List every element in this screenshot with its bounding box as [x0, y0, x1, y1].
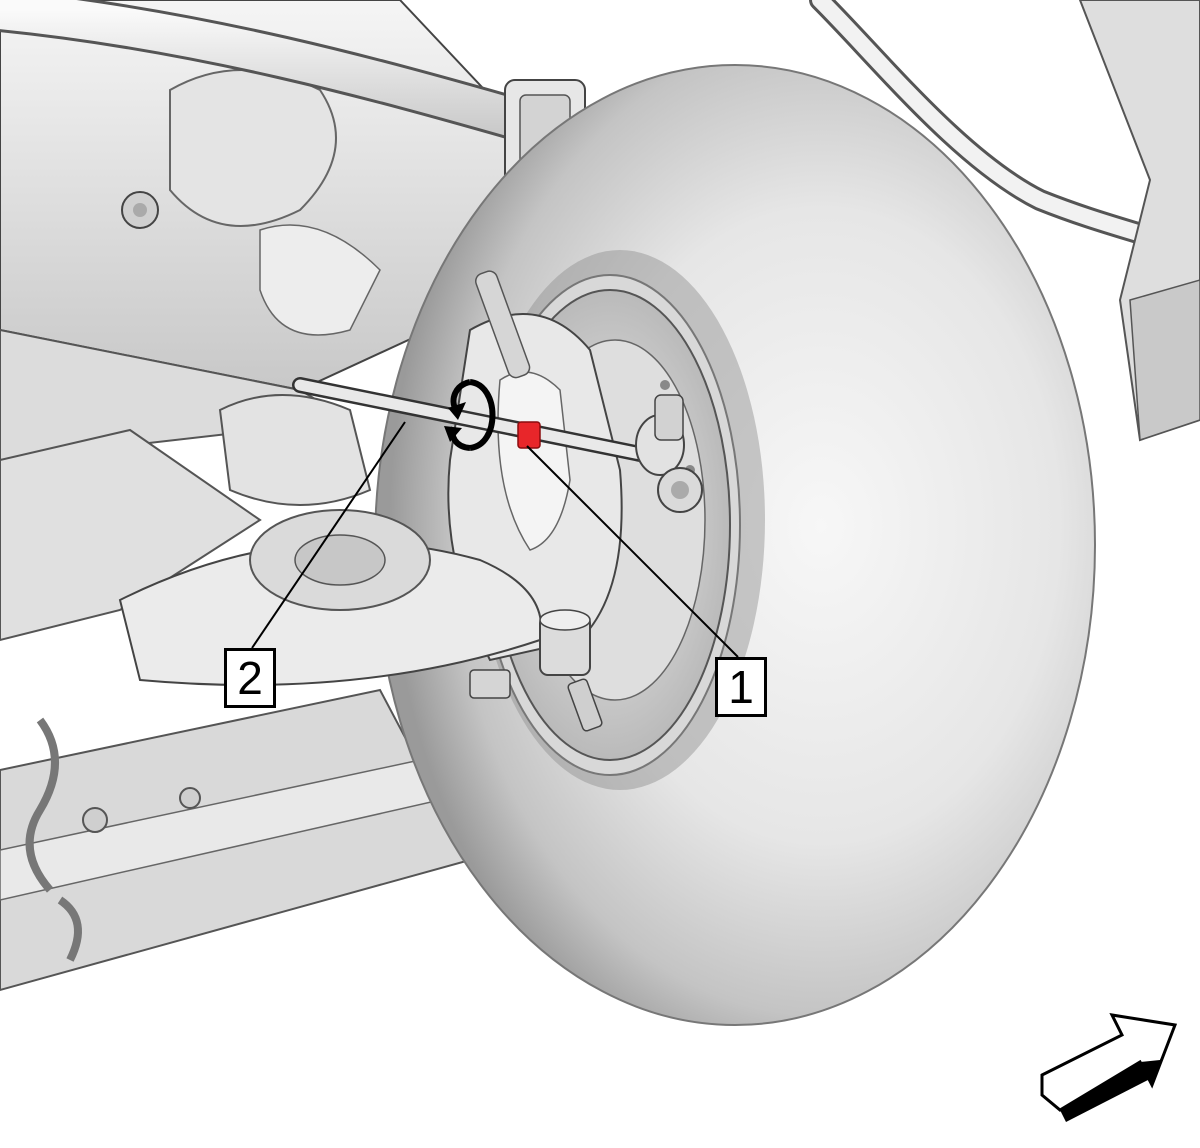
- front-direction-arrow-icon: [1040, 1013, 1178, 1122]
- jam-nut-highlight: [517, 421, 541, 449]
- ball-joint: [469, 609, 603, 732]
- fender-liner: [1078, 0, 1200, 442]
- rotate-arrow-icon: [444, 379, 496, 451]
- tie-rod: [292, 377, 703, 513]
- callout-2: 2: [224, 648, 276, 708]
- callout-1: 1: [715, 657, 767, 717]
- leader-lines: [251, 421, 739, 658]
- frame-rail: [0, 688, 472, 992]
